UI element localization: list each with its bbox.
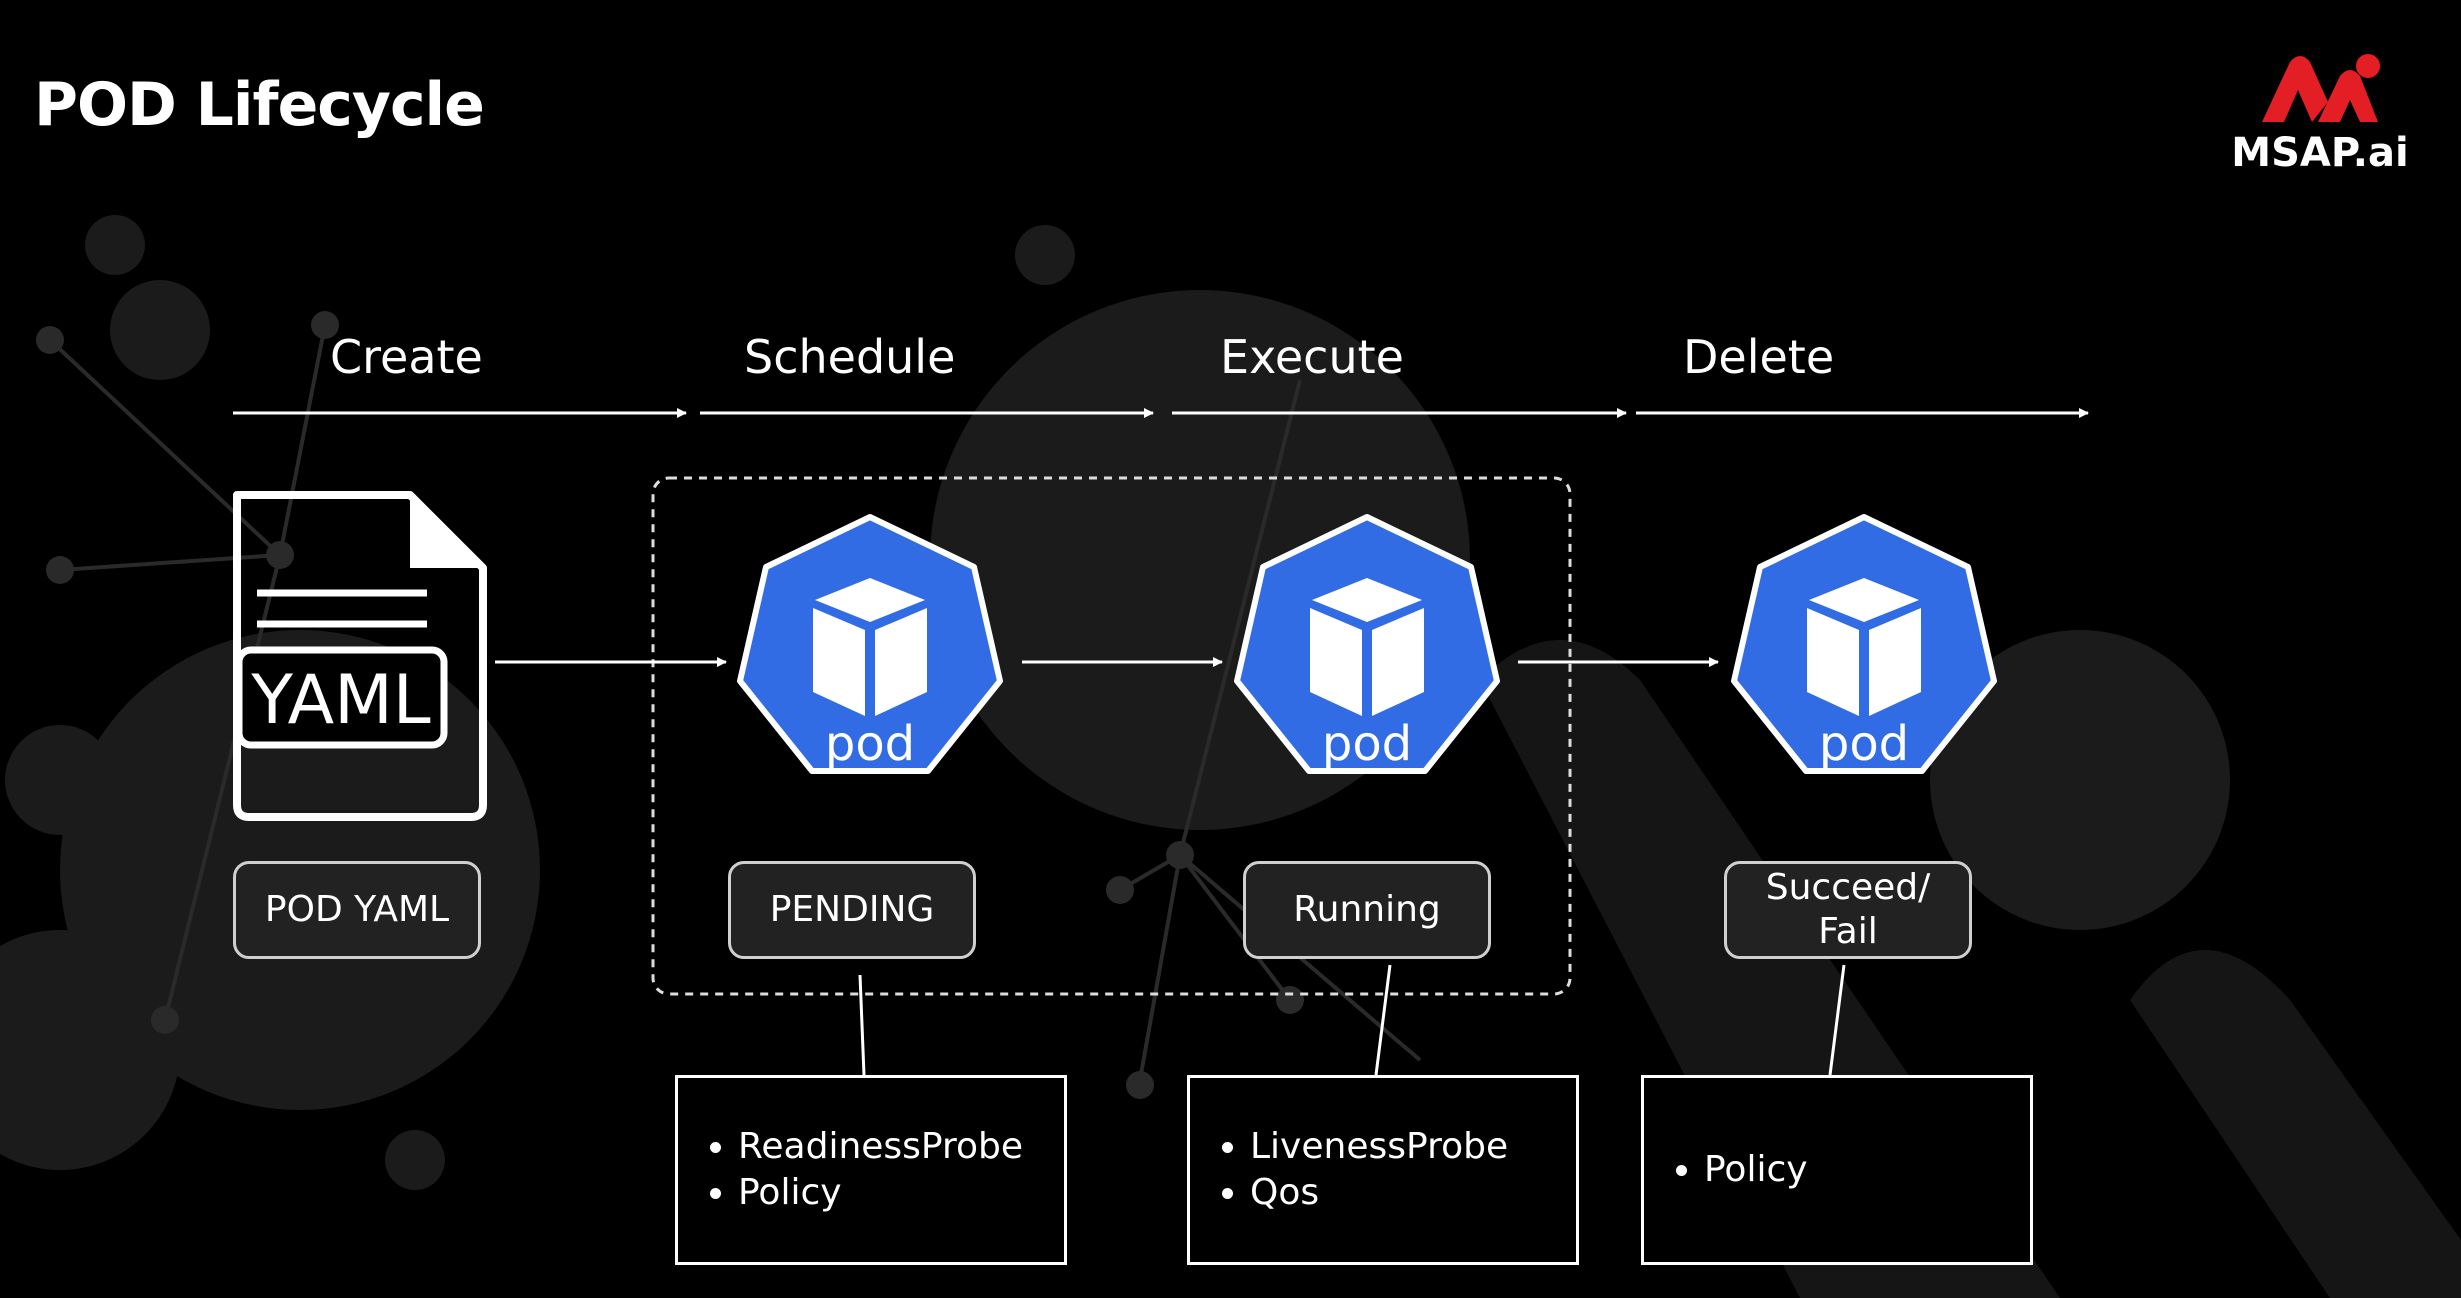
status-running-label: Running bbox=[1293, 889, 1441, 930]
list-item: LivenessProbe bbox=[1250, 1124, 1508, 1170]
final-detail-connector bbox=[1828, 964, 1846, 1076]
pod-label-final: pod bbox=[1819, 716, 1909, 772]
phase-execute: Execute bbox=[1220, 330, 1404, 384]
slide-title: POD Lifecycle bbox=[34, 70, 485, 140]
yaml-file-icon: YAML bbox=[233, 491, 487, 821]
yaml-icon-label: YAML bbox=[250, 661, 430, 740]
pending-detail-connector bbox=[858, 974, 866, 1076]
pod-icon-running: pod bbox=[1234, 514, 1500, 774]
status-succeed-fail: Succeed/ Fail bbox=[1724, 861, 1972, 959]
detail-list-pending: ReadinessProbe Policy bbox=[678, 1124, 1023, 1216]
list-item: Policy bbox=[738, 1170, 1023, 1216]
pod-icon-pending: pod bbox=[737, 514, 1003, 774]
detail-box-pending: ReadinessProbe Policy bbox=[675, 1075, 1067, 1265]
status-succeed-fail-line1: Succeed/ bbox=[1765, 867, 1931, 908]
list-item: ReadinessProbe bbox=[738, 1124, 1023, 1170]
msap-logo: MSAP.ai bbox=[2200, 50, 2440, 180]
msap-logo-text: MSAP.ai bbox=[2231, 130, 2409, 176]
msap-logo-icon bbox=[2262, 54, 2380, 122]
pod-icon-final: pod bbox=[1731, 514, 1997, 774]
status-pod-yaml: POD YAML bbox=[233, 861, 481, 959]
detail-list-running: LivenessProbe Qos bbox=[1190, 1124, 1508, 1216]
scheduling-group-border bbox=[651, 476, 1572, 996]
phase-delete: Delete bbox=[1683, 330, 1835, 384]
status-succeed-fail-line2: Fail bbox=[1818, 911, 1878, 952]
detail-box-running: LivenessProbe Qos bbox=[1187, 1075, 1579, 1265]
phase-create: Create bbox=[330, 330, 483, 384]
status-pod-yaml-label: POD YAML bbox=[264, 889, 450, 930]
pod-label-running: pod bbox=[1322, 716, 1412, 772]
status-pending: PENDING bbox=[728, 861, 976, 959]
detail-list-final: Policy bbox=[1644, 1147, 1808, 1193]
list-item: Qos bbox=[1250, 1170, 1508, 1216]
pod-label-pending: pod bbox=[825, 716, 915, 772]
status-pending-label: PENDING bbox=[769, 889, 935, 930]
status-running: Running bbox=[1243, 861, 1491, 959]
status-succeed-fail-label: Succeed/ Fail bbox=[1766, 866, 1931, 954]
running-detail-connector bbox=[1374, 964, 1392, 1076]
phase-schedule: Schedule bbox=[744, 330, 956, 384]
detail-box-final: Policy bbox=[1641, 1075, 2033, 1265]
list-item: Policy bbox=[1704, 1147, 1808, 1193]
